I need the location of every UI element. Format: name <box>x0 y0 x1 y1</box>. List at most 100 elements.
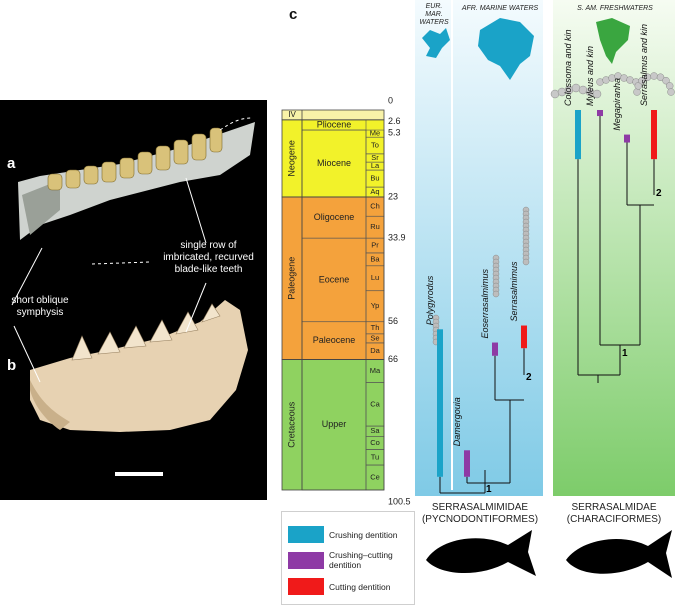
tooth-icon <box>662 76 670 85</box>
epoch-label: Miocene <box>317 158 351 168</box>
teeth-line-3: blade-like teeth <box>174 264 243 275</box>
taxon-range-bar <box>437 329 443 477</box>
stage-label: Ch <box>370 202 380 211</box>
epoch-label: Eocene <box>319 274 350 284</box>
stage-label: Pr <box>371 241 379 250</box>
stage-label: Yp <box>371 301 380 310</box>
era-band <box>282 110 384 120</box>
taxon-range-bar <box>651 110 657 160</box>
teeth-line-2: imbricated, recurved <box>163 252 254 263</box>
marine-background <box>415 0 543 496</box>
stage-label: Da <box>370 346 380 355</box>
era-band <box>282 196 384 360</box>
tooth-icon <box>550 89 560 99</box>
age-tick-label: 2.6 <box>388 116 401 126</box>
epoch-label: Paleocene <box>313 335 356 345</box>
era-label: Paleogene <box>286 257 296 300</box>
teeth-annotation: single row of imbricated, recurved blade… <box>150 240 267 276</box>
stage-label: Th <box>371 323 380 332</box>
legend-swatch-cutting <box>288 578 324 595</box>
taxon-range-bar <box>624 134 630 143</box>
taxon-label: Megapiranha <box>612 78 622 131</box>
stage-label: Tu <box>371 452 379 461</box>
geologic-timescale: IVNeogenePaleogeneCretaceousPlioceneMioc… <box>281 95 411 506</box>
tooth-icon <box>667 88 675 96</box>
left-family-line-2: (PYCNODONTIFORMES) <box>421 514 539 525</box>
taxon-range-bar <box>521 325 527 349</box>
age-tick-label: 100.5 <box>388 496 411 506</box>
stage-label: Ca <box>370 399 380 408</box>
tooth-icon <box>592 89 602 99</box>
piranha-fish-icon <box>566 530 672 578</box>
eur-label-line-1: EUR. <box>425 3 443 10</box>
era-band <box>282 119 384 197</box>
panel-c-label: c <box>289 6 298 23</box>
eur-region-label: EUR. MAR. WATERS <box>412 3 456 27</box>
pycnodont-fish-icon <box>426 530 536 576</box>
stage-label: Ma <box>370 366 381 375</box>
stage-label: Ba <box>370 254 380 263</box>
tooth-icon <box>571 83 581 93</box>
legend-swatch-crushing <box>288 526 324 543</box>
stage-label: Co <box>370 438 380 447</box>
left-family-label: SERRASALMIMIDAE (PYCNODONTIFORMES) <box>415 502 545 526</box>
taxon-label: Colossoma and kin <box>563 29 573 106</box>
taxon-range-bar <box>597 110 603 117</box>
stage-label: Ce <box>370 473 380 482</box>
age-tick-label: 56 <box>388 316 398 326</box>
epoch-label: Upper <box>322 419 347 429</box>
taxon-range-bar <box>464 450 470 477</box>
stage-label: Se <box>370 333 379 342</box>
panel-b-label: b <box>7 357 17 374</box>
age-tick-label: 66 <box>388 354 398 364</box>
taxon-label: Polygyrodus <box>425 275 435 325</box>
south-america-map-icon <box>596 18 630 64</box>
stage-label: La <box>371 161 380 170</box>
tooth-icon <box>666 82 674 90</box>
era-label: IV <box>288 110 296 119</box>
node-2-label-right: 2 <box>656 188 662 199</box>
tooth-icon <box>650 72 658 80</box>
legend-label-crushing-cutting: Crushing–cutting dentition <box>329 550 393 570</box>
eur-label-line-3: WATERS <box>419 19 449 26</box>
panel-a-label: a <box>7 155 16 172</box>
stage-label: Sr <box>371 153 379 162</box>
legend-label-cutting: Cutting dentition <box>329 581 391 592</box>
stage-label: Aq <box>370 187 379 196</box>
stage-label: Me <box>370 129 380 138</box>
taxon-label: Myleus and kin <box>585 46 595 106</box>
taxon-range-bar <box>492 342 498 356</box>
tooth-icon <box>634 82 642 90</box>
legend-item-crushing: Crushing dentition <box>288 526 398 543</box>
tooth-icon <box>638 76 646 85</box>
left-family-line-1: SERRASALMIMIDAE <box>431 502 529 513</box>
epoch-label: Oligocene <box>314 212 355 222</box>
freshwater-background <box>553 0 675 496</box>
taxon-label: Serrasalmimus <box>509 261 519 322</box>
era-band <box>282 359 384 490</box>
era-label: Cretaceous <box>286 401 296 448</box>
legend-swatch-crushing-cutting <box>288 551 324 569</box>
stage-label: Bu <box>370 174 379 183</box>
node-1-label-left: 1 <box>486 484 492 495</box>
europe-map-icon <box>422 28 450 58</box>
right-family-line-1: SERRASALMIDAE <box>571 502 657 513</box>
symphysis-line-1: short oblique <box>11 295 69 306</box>
fish-silhouettes <box>426 530 672 578</box>
legend-label-crushing: Crushing dentition <box>329 529 398 540</box>
afr-region-label: AFR. MARINE WATERS <box>461 5 539 12</box>
tooth-icon <box>522 258 530 266</box>
age-tick-label: 0 <box>388 95 393 105</box>
stage-label: Lu <box>371 273 379 282</box>
symphysis-annotation: short oblique symphysis <box>0 295 80 319</box>
age-tick-label: 33.9 <box>388 233 406 243</box>
taxon-label: Damergouia <box>452 397 462 446</box>
stage-label: Ru <box>370 222 380 231</box>
taxon-label: Serrasalmus and kin <box>639 24 649 106</box>
tooth-icon <box>492 290 500 298</box>
jaw-photo-panel: a b short oblique symphysis single row o… <box>0 100 267 500</box>
right-family-label: SERRASALMIDAE (CHARACIFORMES) <box>553 502 675 526</box>
jaw-b <box>30 300 248 432</box>
